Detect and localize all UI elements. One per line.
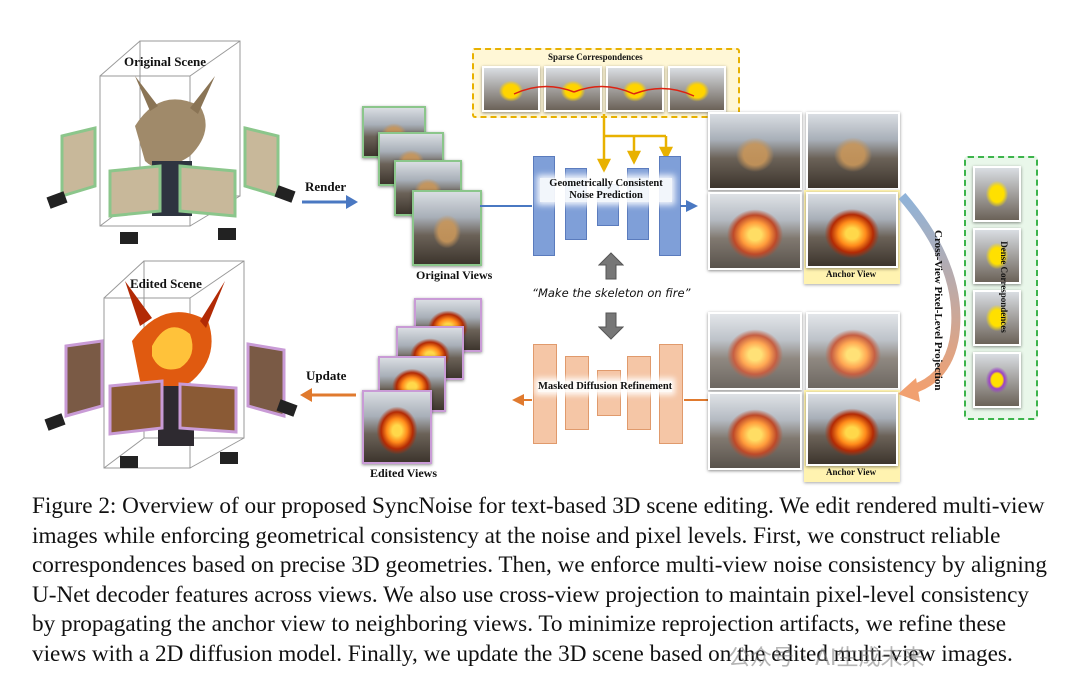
- anchor-view-top-label: Anchor View: [826, 269, 877, 279]
- edited-scene-cube: [44, 260, 298, 469]
- prompt-down-arrow-icon: [598, 312, 624, 340]
- render-arrow-icon: [302, 195, 358, 209]
- dense-correspondences-label: Dense Correspondences: [999, 241, 1009, 333]
- masked-diffusion-label: Masked Diffusion Refinement: [538, 381, 673, 392]
- anchor-view-bottom-label: Anchor View: [826, 467, 877, 477]
- update-arrow-icon: [300, 388, 356, 402]
- gcnp-label-line2: Noise Prediction: [569, 190, 643, 201]
- original-views-label: Original Views: [416, 268, 493, 282]
- cross-view-arrow-icon: [898, 193, 961, 402]
- unet-orange-arrows-icon: [512, 394, 708, 406]
- figure-caption: Figure 2: Overview of our proposed SyncN…: [32, 492, 1048, 670]
- prompt-up-arrow-icon: [598, 252, 624, 280]
- edited-views-label: Edited Views: [370, 466, 438, 480]
- gcnp-label-line1: Geometrically Consistent: [549, 178, 663, 189]
- edited-scene-label: Edited Scene: [130, 276, 202, 291]
- cross-view-label: Cross-View Pixel-Level Projection: [932, 230, 944, 391]
- gcnp-label: Geometrically Consistent Noise Predictio…: [540, 178, 672, 202]
- original-scene-cube: [46, 40, 296, 244]
- sparse-correspondences-box: Sparse Correspondences: [472, 48, 740, 118]
- dense-correspondences-box: Dense Correspondences: [964, 156, 1038, 420]
- sparse-to-unet-arrows-icon: [596, 114, 674, 173]
- correspondence-lines-icon: [513, 85, 695, 97]
- unet-blue-arrows-icon: [480, 200, 698, 212]
- watermark: 公众号 · AI生成未来: [728, 646, 925, 671]
- update-label: Update: [306, 368, 347, 383]
- overview-figure: Original Scene Edited Scene: [44, 40, 1038, 482]
- original-scene-label: Original Scene: [124, 54, 206, 69]
- render-label: Render: [305, 179, 347, 194]
- sparse-correspondences-label: Sparse Correspondences: [548, 52, 643, 62]
- fire-skull-icon: [125, 281, 225, 446]
- edit-prompt: “Make the skeleton on fire”: [532, 286, 691, 300]
- caption-text: Figure 2: Overview of our proposed SyncN…: [32, 493, 1047, 667]
